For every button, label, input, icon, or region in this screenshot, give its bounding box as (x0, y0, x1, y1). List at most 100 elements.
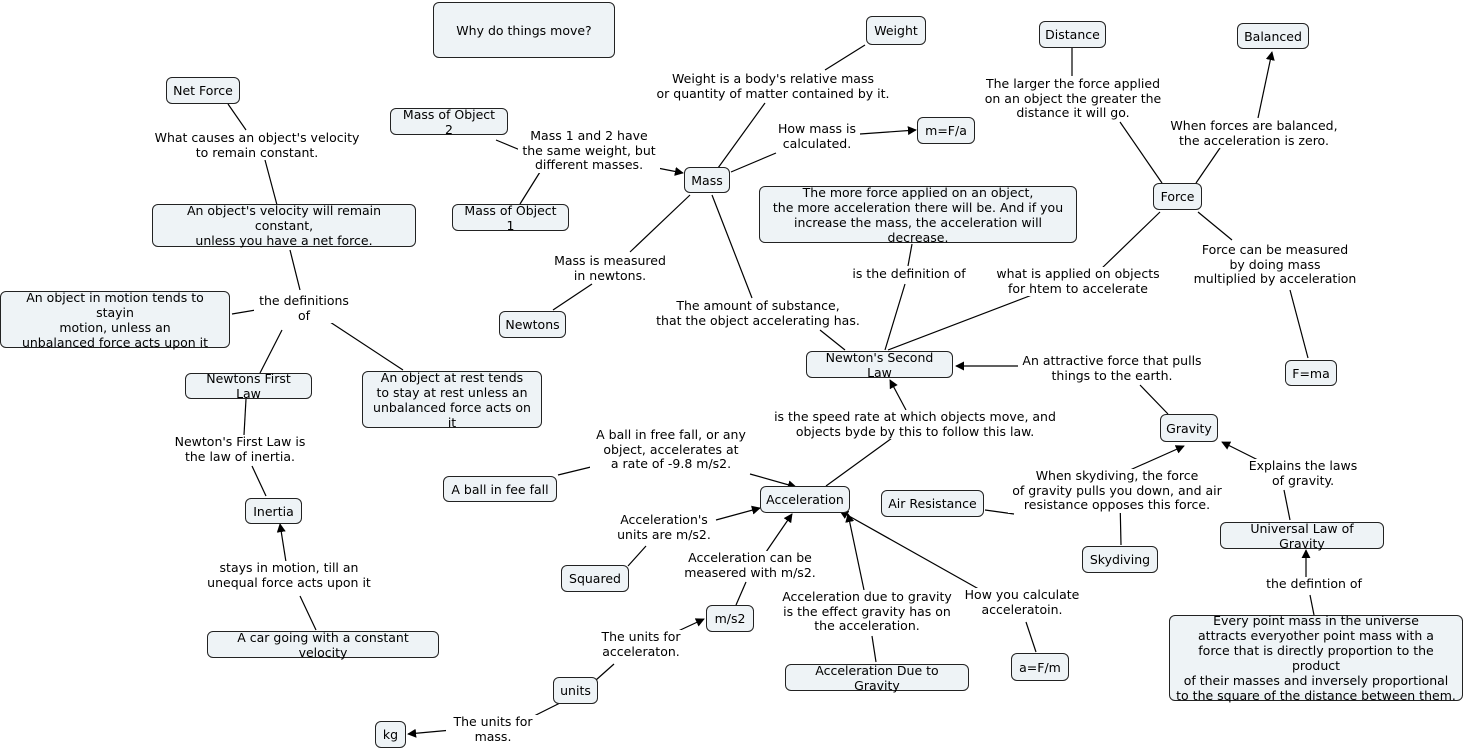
concept-why-do-things-move[interactable]: Why do things move? (433, 2, 615, 58)
node-text: Newtons First Law (206, 371, 291, 401)
line (1119, 121, 1163, 184)
node-text: F=ma (1292, 365, 1330, 381)
line (1195, 147, 1221, 184)
line (407, 728, 453, 738)
node-text: Newton's Second Law (825, 349, 934, 380)
concept-object-in-motion[interactable]: An object in motion tends to stayin moti… (0, 289, 230, 350)
link-label: A ball in free fall, or any object, acce… (590, 427, 752, 472)
line (1025, 621, 1037, 653)
line (1221, 441, 1263, 463)
link-label: Force can be measured by doing mass mult… (1192, 242, 1358, 287)
node-text: Inertia (253, 503, 294, 519)
concept-m-per-s2[interactable]: m/s2 (706, 605, 754, 632)
node-text: kg (382, 727, 399, 742)
line (299, 595, 317, 631)
line (984, 509, 1015, 515)
concept-net-force[interactable]: Net Force (166, 77, 240, 104)
concept-m-equals-f-over-a[interactable]: m=F/a (917, 117, 975, 144)
link-label: the defintion of (1258, 576, 1370, 592)
line (825, 437, 893, 487)
concept-mass[interactable]: Mass (684, 167, 730, 193)
node-text: Mass (691, 172, 723, 188)
link-label: The amount of substance, that the object… (654, 298, 862, 328)
node-text: Universal Law of Gravity (1250, 520, 1354, 551)
line (735, 581, 747, 606)
concept-units[interactable]: units (553, 677, 598, 704)
concept-mass-of-object-2[interactable]: Mass of Object 2 (390, 107, 508, 137)
line (889, 379, 907, 411)
node-text: Gravity (1166, 420, 1212, 436)
concept-acceleration-due-to-gravity[interactable]: Acceleration Due to Gravity (785, 662, 969, 693)
concept-mass-of-object-1[interactable]: Mass of Object 1 (452, 203, 569, 233)
concept-acceleration[interactable]: Acceleration (760, 486, 850, 513)
node-text: A ball in fee fall (451, 481, 549, 497)
concept-weight[interactable]: Weight (866, 16, 926, 45)
concept-balanced[interactable]: Balanced (1237, 23, 1309, 49)
link-label: Newton's First Law is the law of inertia… (168, 434, 312, 464)
concept-car-constant-velocity[interactable]: A car going with a constant velocity (207, 629, 439, 660)
line (557, 465, 596, 476)
concept-a-equals-f-over-m[interactable]: a=F/m (1011, 653, 1069, 681)
line (259, 329, 283, 374)
node-text: Balanced (1244, 28, 1302, 44)
link-label: An attractive force that pulls things to… (1018, 353, 1206, 383)
line (251, 465, 267, 497)
concept-ball-in-free-fall[interactable]: A ball in fee fall (443, 476, 557, 502)
node-text: A car going with a constant velocity (237, 629, 409, 660)
line (519, 171, 541, 205)
node-text: Weight (874, 23, 918, 38)
link-label: Acceleration can be measered with m/s2. (680, 550, 820, 580)
node-text: Force (1160, 189, 1195, 204)
line (552, 283, 593, 311)
concept-gravity[interactable]: Gravity (1160, 414, 1218, 442)
line (824, 44, 866, 71)
node-text: Acceleration (766, 492, 844, 507)
line (819, 329, 846, 351)
concept-newtons-first-law[interactable]: Newtons First Law (185, 371, 312, 401)
node-text: a=F/m (1019, 659, 1061, 675)
concept-inertia[interactable]: Inertia (245, 498, 302, 524)
concept-universal-law-of-gravity[interactable]: Universal Law of Gravity (1220, 520, 1384, 551)
line (1309, 594, 1315, 616)
line (595, 663, 615, 681)
node-text: An object at rest tends to stay at rest … (373, 369, 531, 430)
line (845, 513, 865, 591)
link-label: Weight is a body's relative mass or quan… (656, 71, 890, 101)
node-text: Acceleration Due to Gravity (815, 662, 939, 693)
concept-object-at-rest[interactable]: An object at rest tends to stay at rest … (362, 369, 542, 430)
concept-newtons-second-law[interactable]: Newton's Second Law (806, 349, 953, 380)
concept-second-law-definition[interactable]: The more force applied on an object, the… (759, 185, 1077, 245)
line (1129, 445, 1185, 471)
concept-air-resistance[interactable]: Air Resistance (881, 490, 984, 517)
node-text: Newtons (505, 317, 560, 332)
link-label: Acceleration's units are m/s2. (614, 512, 714, 542)
line (765, 513, 793, 553)
link-label: the definitions of (254, 293, 354, 323)
concept-force[interactable]: Force (1153, 183, 1202, 210)
link-label: The units for acceleraton. (594, 629, 688, 659)
node-text: An object in motion tends to stayin moti… (21, 289, 209, 350)
link-label: stays in motion, till an unequal force a… (204, 560, 374, 590)
concept-velocity-constant[interactable]: An object's velocity will remain constan… (152, 203, 416, 248)
line (730, 152, 777, 173)
concept-kg[interactable]: kg (375, 721, 406, 748)
line (1257, 51, 1275, 119)
link-label: is the speed rate at which objects move,… (770, 409, 1060, 439)
concept-f-equals-ma[interactable]: F=ma (1285, 360, 1337, 386)
line (839, 510, 985, 593)
concept-skydiving[interactable]: Skydiving (1082, 546, 1158, 573)
line (627, 545, 647, 567)
line (1139, 384, 1169, 415)
concept-newtons[interactable]: Newtons (499, 311, 566, 338)
node-text: Net Force (173, 83, 233, 98)
link-label: When forces are balanced, the accelerati… (1166, 118, 1342, 148)
link-label: Mass is measured in newtons. (548, 253, 672, 283)
line (711, 194, 753, 299)
concept-distance[interactable]: Distance (1039, 21, 1106, 48)
line (907, 243, 913, 267)
link-label: is the definition of (846, 266, 972, 282)
concept-universal-gravity-definition[interactable]: Every point mass in the universe attract… (1169, 613, 1463, 703)
concept-squared[interactable]: Squared (561, 565, 629, 592)
line (1289, 289, 1309, 359)
